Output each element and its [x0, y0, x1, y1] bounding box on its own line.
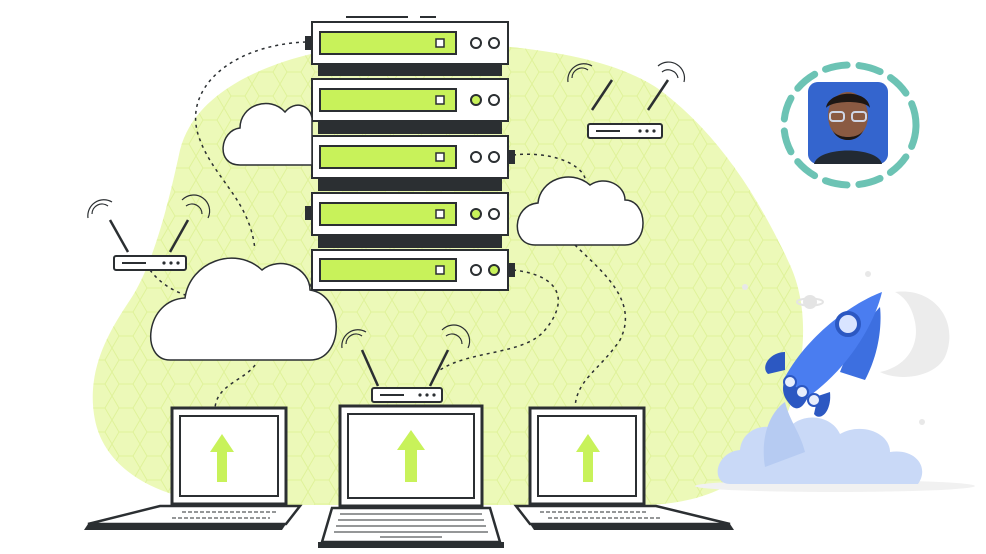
server-unit: [311, 135, 515, 179]
upload-arrow-icon: [210, 434, 234, 482]
laptop-icon: [318, 404, 504, 548]
rocket-icon: [765, 292, 882, 417]
cloud-icon: [149, 257, 337, 361]
planet-icon: [742, 271, 925, 425]
cloud-icon: [222, 102, 313, 166]
server-rack-icon: [305, 16, 515, 291]
upload-arrow-icon: [576, 434, 600, 482]
laptop-icon: [513, 406, 734, 530]
wifi-router-icon: [87, 194, 211, 271]
upload-arrow-icon: [397, 430, 425, 482]
connection-line: [194, 41, 307, 251]
cloud-icon: [516, 176, 644, 246]
connection-line: [214, 364, 256, 411]
server-unit: [311, 249, 515, 291]
wifi-router-icon: [341, 324, 471, 403]
avatar: [776, 56, 924, 194]
server-unit: [305, 21, 509, 65]
connection-line: [512, 153, 587, 186]
server-unit: [305, 192, 509, 236]
laptop-icon: [84, 406, 303, 530]
rocket-illustration: [690, 262, 980, 502]
connection-line: [574, 244, 627, 411]
avatar-ring: [780, 61, 920, 189]
connection-line: [439, 269, 560, 371]
wifi-router-icon: [567, 61, 686, 139]
smoke-cloud: [717, 402, 923, 484]
avatar-photo: [808, 82, 888, 164]
server-unit: [311, 78, 509, 122]
moon-icon: [880, 291, 950, 377]
